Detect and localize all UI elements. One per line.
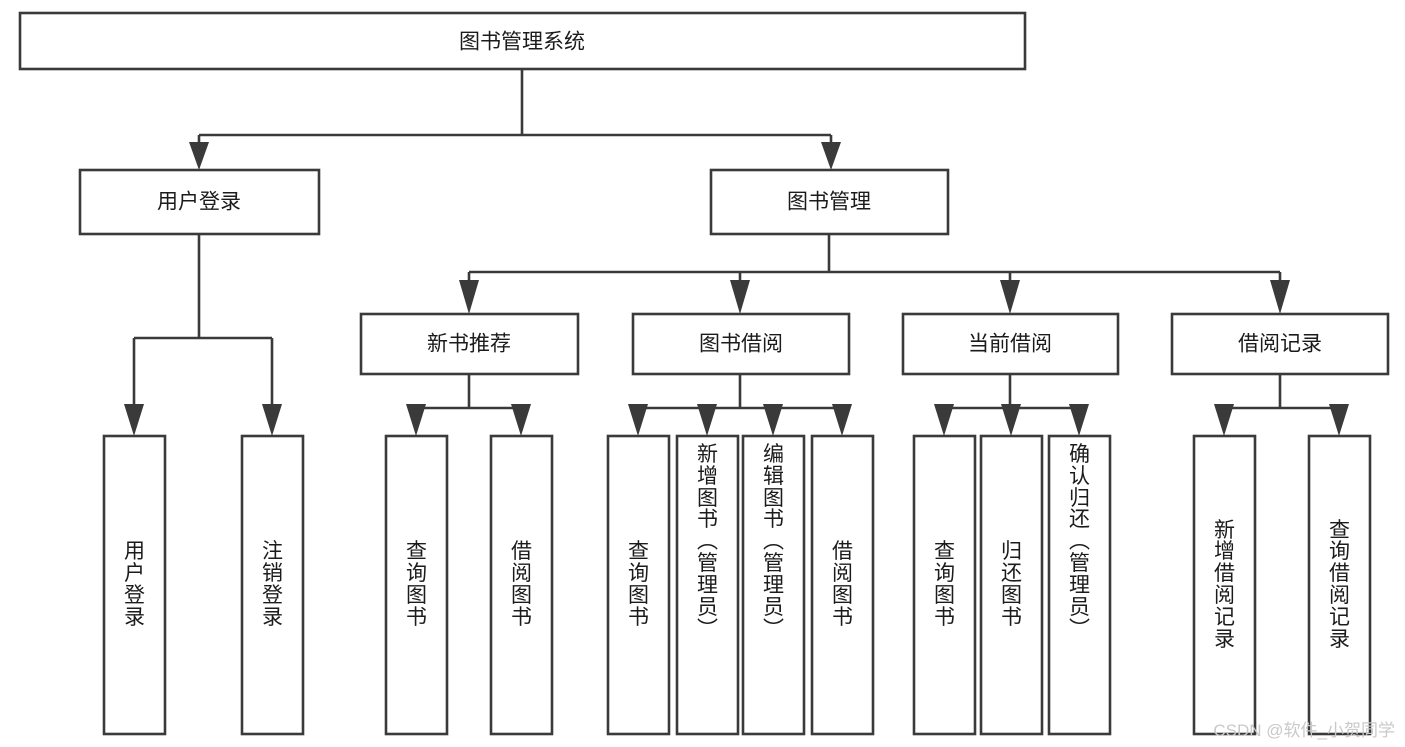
connector-bookborrow-to-leaves: [628, 374, 852, 436]
node-label-borrow-record: 借阅记录: [1238, 333, 1322, 356]
node-box-leaf-logout[interactable]: [240, 434, 305, 736]
node-box-root[interactable]: [18, 11, 1027, 71]
arrowhead-book-borrow: [730, 280, 750, 314]
arrowhead-currentborrow-leaf-2: [1001, 404, 1021, 436]
node-box-borrow-record[interactable]: [1170, 312, 1390, 376]
arrowhead-newbook-leaf-2: [511, 404, 531, 436]
node-box-leaf-current-query[interactable]: [912, 434, 977, 736]
connector-root-to-level2: [189, 69, 841, 170]
node-box-leaf-record-query[interactable]: [1307, 434, 1372, 736]
arrowhead-current-borrow: [1000, 280, 1020, 314]
node-box-leaf-newbook-query[interactable]: [384, 434, 449, 736]
connector-bookmanage-to-level3: [459, 233, 1290, 314]
node-box-leaf-user-login[interactable]: [102, 434, 167, 736]
arrowhead-newbook-leaf-1: [406, 404, 426, 436]
arrowhead-book-manage: [821, 142, 841, 170]
node-box-leaf-record-add[interactable]: [1192, 434, 1257, 736]
arrowhead-user-login: [189, 142, 209, 170]
arrowhead-bookborrow-leaf-1: [628, 404, 648, 436]
node-label-book-borrow: 图书借阅: [699, 333, 783, 356]
node-box-leaf-borrow-query[interactable]: [606, 434, 671, 736]
arrowhead-borrowrecord-leaf-2: [1329, 404, 1349, 436]
arrowhead-currentborrow-leaf-1: [934, 404, 954, 436]
node-box-new-book-recommend[interactable]: [359, 312, 580, 376]
node-box-leaf-borrow-lend[interactable]: [810, 434, 875, 736]
node-box-book-manage[interactable]: [709, 168, 950, 236]
node-box-leaf-borrow-edit[interactable]: [741, 434, 806, 736]
node-box-user-login[interactable]: [78, 168, 321, 236]
connector-currentborrow-to-leaves: [934, 374, 1089, 436]
connector-borrowrecord-to-leaves: [1214, 374, 1349, 436]
node-box-leaf-current-confirm[interactable]: [1047, 434, 1112, 736]
node-box-leaf-newbook-borrow[interactable]: [489, 434, 554, 736]
arrowhead-borrow-record: [1270, 280, 1290, 314]
arrowhead-leaf-user-login: [124, 404, 144, 436]
node-label-new-book-recommend: 新书推荐: [427, 333, 511, 356]
arrowhead-bookborrow-leaf-4: [832, 404, 852, 436]
node-box-leaf-current-return[interactable]: [979, 434, 1044, 736]
arrowhead-leaf-logout: [262, 404, 282, 436]
node-box-book-borrow[interactable]: [631, 312, 851, 376]
node-box-leaf-borrow-add[interactable]: [675, 434, 740, 736]
arrowhead-new-book: [459, 280, 479, 314]
connector-userlogin-to-leaves: [124, 235, 282, 436]
arrowhead-borrowrecord-leaf-1: [1214, 404, 1234, 436]
arrowhead-currentborrow-leaf-3: [1069, 404, 1089, 436]
arrowhead-bookborrow-leaf-3: [763, 404, 783, 436]
arrowhead-bookborrow-leaf-2: [697, 404, 717, 436]
node-label-user-login: 用户登录: [157, 191, 241, 214]
node-label-book-manage: 图书管理: [787, 191, 871, 214]
node-label-current-borrow: 当前借阅: [968, 333, 1052, 356]
node-box-current-borrow[interactable]: [901, 312, 1120, 376]
node-label-root: 图书管理系统: [459, 31, 585, 54]
connector-newbook-to-leaves: [406, 374, 531, 436]
